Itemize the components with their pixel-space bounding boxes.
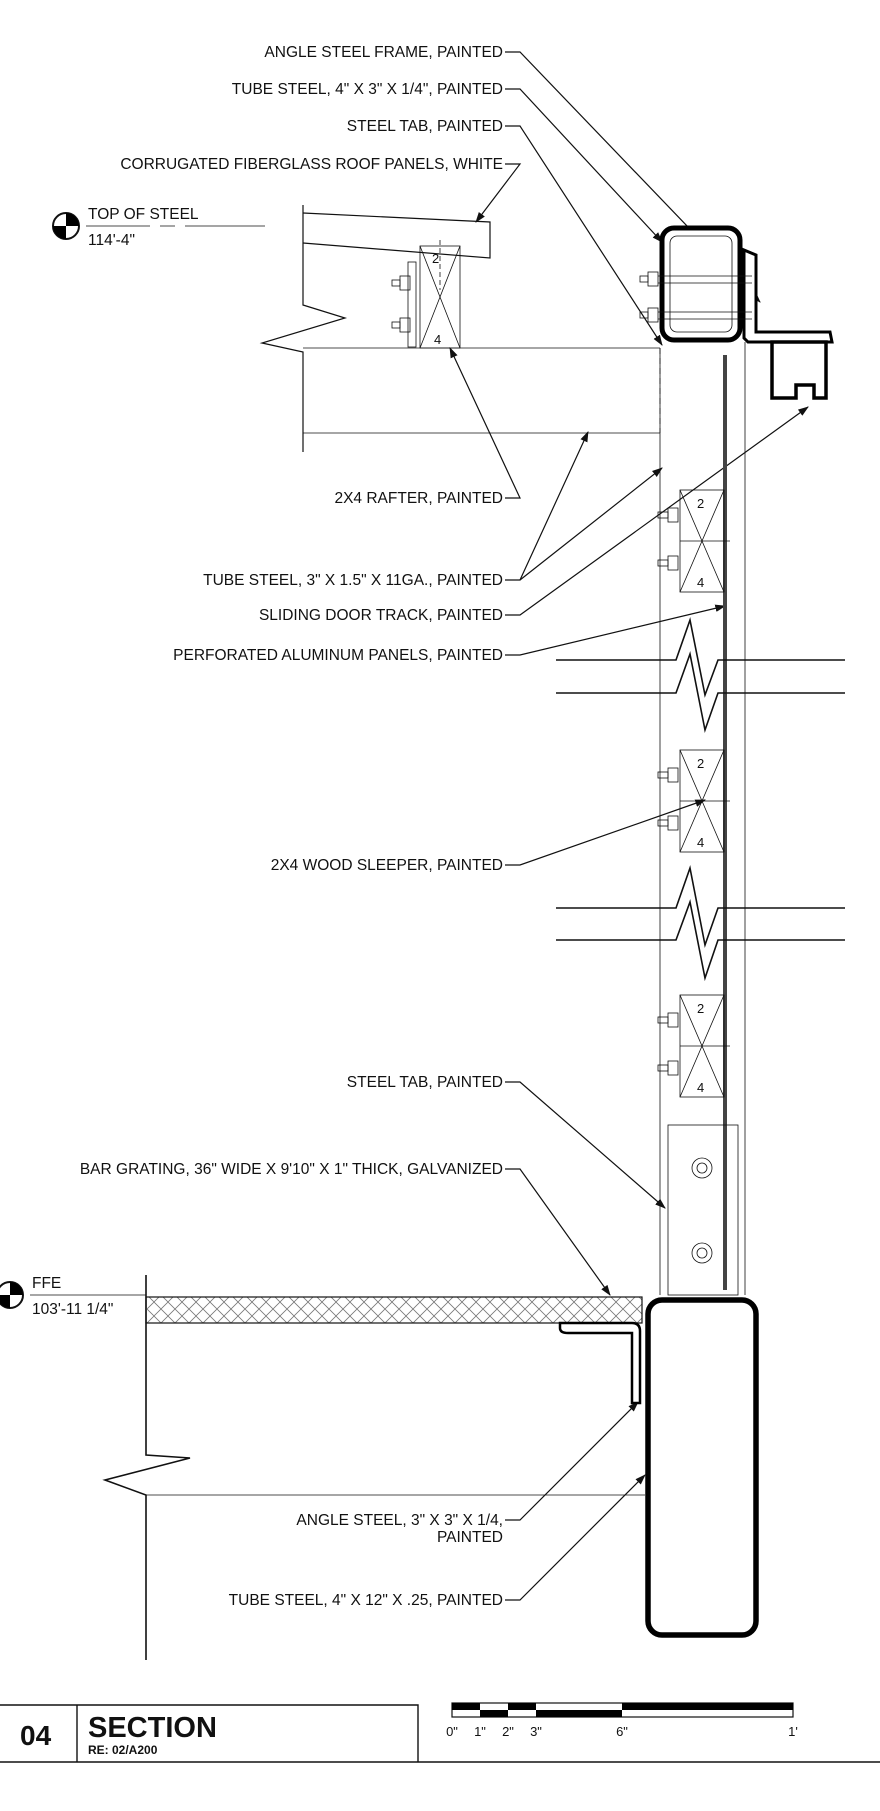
ffe-value: 103'-11 1/4"	[32, 1301, 113, 1318]
sleeper-3-two: 2	[697, 1001, 704, 1016]
drawing-number: 04	[20, 1720, 52, 1751]
callout-angle-bottom: ANGLE STEEL, 3" X 3" X 1/4,	[296, 1512, 503, 1529]
ffe-label: FFE	[32, 1275, 61, 1292]
rafter-mark-two: 2	[432, 251, 439, 266]
callout-angle-frame: ANGLE STEEL FRAME, PAINTED	[264, 44, 503, 61]
callout-rafter: 2X4 RAFTER, PAINTED	[334, 490, 503, 507]
sleeper-1-two: 2	[697, 496, 704, 511]
wood-sleepers: 2 4 2 4 2 4	[657, 489, 730, 1098]
sleeper-3-four: 4	[697, 1080, 704, 1095]
drawing-reference: RE: 02/A200	[88, 1743, 158, 1757]
scale-label-3: 3"	[530, 1724, 542, 1739]
break-lines	[556, 616, 845, 982]
sleeper-2-two: 2	[697, 756, 704, 771]
callout-labels: ANGLE STEEL FRAME, PAINTED TUBE STEEL, 4…	[80, 44, 503, 1609]
rafter-mark-four: 4	[434, 332, 441, 347]
callout-tube-bottom: TUBE STEEL, 4" X 12" X .25, PAINTED	[229, 1592, 503, 1609]
callout-grating: BAR GRATING, 36" WIDE X 9'10" X 1" THICK…	[80, 1161, 503, 1178]
roof-assembly: 2 4	[259, 205, 661, 452]
scale-label-2: 2"	[502, 1724, 514, 1739]
top-of-steel-label: TOP OF STEEL	[88, 206, 199, 223]
top-tube-assembly	[639, 225, 834, 400]
elevation-top-of-steel: TOP OF STEEL 114'-4"	[52, 206, 265, 249]
scale-label-6: 6"	[616, 1724, 628, 1739]
scale-bar: 0" 1" 2" 3" 6" 1'	[446, 1702, 798, 1739]
leader-lines	[449, 51, 809, 1601]
vertical-post	[659, 342, 746, 1295]
title-block: 04 SECTION RE: 02/A200	[0, 1704, 880, 1763]
top-of-steel-value: 114'-4"	[88, 232, 135, 249]
callout-angle-bottom-2: PAINTED	[437, 1529, 503, 1546]
drawing-title: SECTION	[88, 1712, 217, 1744]
scale-label-12: 1'	[788, 1724, 798, 1739]
scale-label-0: 0"	[446, 1724, 458, 1739]
scale-label-1: 1"	[474, 1724, 486, 1739]
callout-door-track: SLIDING DOOR TRACK, PAINTED	[259, 607, 503, 624]
callout-roof-panels: CORRUGATED FIBERGLASS ROOF PANELS, WHITE	[120, 156, 503, 173]
sleeper-2-four: 4	[697, 835, 704, 850]
callout-tube-top: TUBE STEEL, 4" X 3" X 1/4", PAINTED	[232, 81, 503, 98]
callout-tube-mid: TUBE STEEL, 3" X 1.5" X 11GA., PAINTED	[203, 572, 503, 589]
callout-tab-top: STEEL TAB, PAINTED	[347, 118, 503, 135]
floor-assembly	[102, 1275, 759, 1660]
callout-perforated: PERFORATED ALUMINUM PANELS, PAINTED	[173, 647, 503, 664]
callout-tab-bottom: STEEL TAB, PAINTED	[347, 1074, 503, 1091]
sleeper-1-four: 4	[697, 575, 704, 590]
callout-sleeper: 2X4 WOOD SLEEPER, PAINTED	[271, 857, 503, 874]
lower-steel-tab	[667, 1124, 739, 1296]
elevation-ffe: FFE 103'-11 1/4"	[0, 1275, 146, 1318]
